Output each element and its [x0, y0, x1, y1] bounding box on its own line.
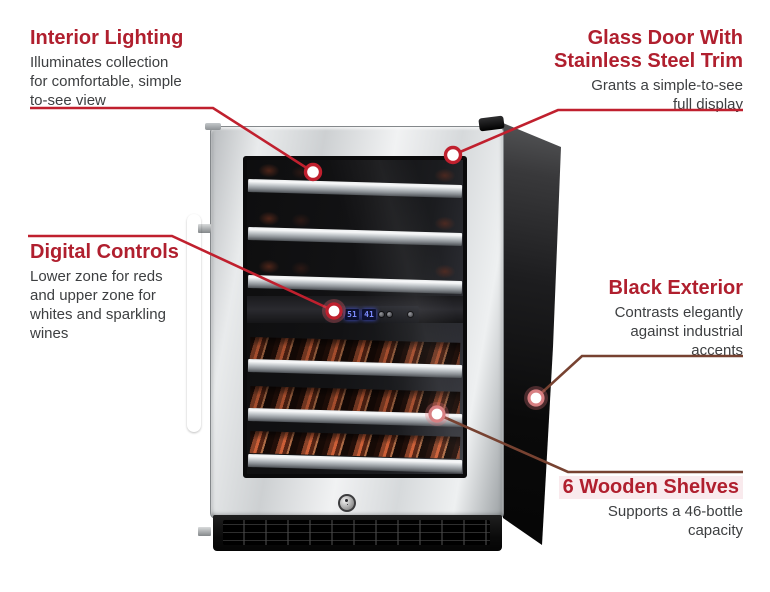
digital-control-panel: 51 41: [325, 306, 419, 323]
wine-cooler-door: 51 41: [198, 115, 505, 551]
callout-text-line: for comfortable, simple: [30, 73, 182, 90]
callout-text-line: Illuminates collection: [30, 54, 169, 71]
callout-title: 6 Wooden Shelves: [558, 476, 743, 499]
callout-title: Stainless Steel Trim: [554, 50, 743, 72]
callout-text-line: against industrial: [630, 323, 743, 340]
door-hinge: [478, 115, 505, 132]
lower-zone-temp-display: 41: [362, 309, 376, 320]
callout-text-line: wines: [30, 325, 69, 342]
power-button: [408, 312, 413, 317]
callout-text-line: to-see view: [30, 92, 106, 109]
callout-title: Digital Controls: [30, 241, 179, 263]
leader-line-black-exterior: [535, 354, 743, 399]
callout-text-line: and upper zone for: [30, 287, 156, 304]
control-button: [379, 312, 384, 317]
handle-bracket: [198, 224, 211, 233]
upper-zone-temp-display: 51: [345, 309, 359, 320]
callout-text-line: Grants a simple-to-see: [591, 77, 743, 94]
callout-title: Interior Lighting: [30, 27, 184, 49]
callout-text-line: accents: [691, 342, 743, 359]
handle-bracket: [198, 527, 211, 536]
glass-window: 51 41: [243, 156, 467, 478]
callout-text-line: Supports a 46-bottle: [607, 503, 743, 520]
ventilation-grille: [213, 515, 502, 551]
callout-digital-controls: Digital Controls Lower zone for reds and…: [30, 241, 179, 343]
callout-text-line: capacity: [687, 522, 743, 539]
callout-title: Glass Door With: [587, 27, 743, 49]
door-lock-icon: [338, 494, 356, 512]
callout-text-line: full display: [672, 96, 743, 113]
callout-black-exterior: Black Exterior Contrasts elegantly again…: [608, 277, 743, 360]
control-button: [329, 312, 334, 317]
black-exterior-side-panel: [503, 123, 561, 545]
callout-text-line: Contrasts elegantly: [614, 304, 743, 321]
callout-title: Black Exterior: [608, 277, 743, 299]
callout-wooden-shelves: 6 Wooden Shelves Supports a 46-bottle ca…: [558, 476, 743, 540]
control-button: [337, 312, 342, 317]
callout-interior-lighting: Interior Lighting Illuminates collection…: [30, 27, 183, 110]
callout-glass-door: Glass Door With Stainless Steel Trim Gra…: [554, 27, 743, 114]
door-handle: [187, 214, 201, 432]
louver-slots: [223, 520, 490, 545]
callout-title-highlight: 6 Wooden Shelves: [558, 476, 743, 499]
control-button: [387, 312, 392, 317]
callout-text-line: Lower zone for reds: [30, 268, 163, 285]
callout-text-line: whites and sparkling: [30, 306, 166, 323]
top-hinge-plate: [205, 123, 221, 130]
